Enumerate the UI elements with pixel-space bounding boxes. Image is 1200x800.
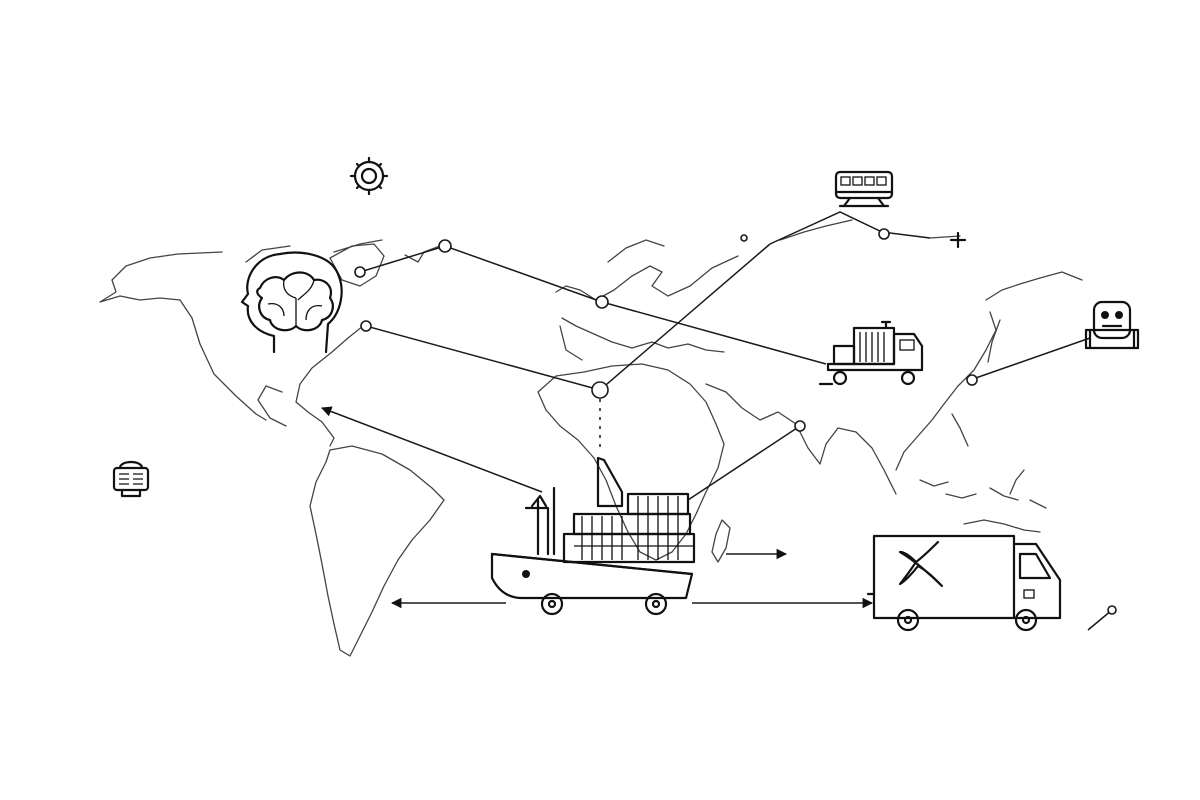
node-north-america — [354, 266, 366, 278]
africa-outline — [537, 363, 725, 561]
node-north-atlantic — [438, 239, 452, 253]
freight-truck-icon — [818, 320, 924, 386]
arrow-to-central-america — [321, 406, 543, 493]
delivery-van-icon — [866, 534, 1062, 632]
route-edge-right — [1087, 609, 1113, 631]
node-india — [794, 420, 806, 432]
route-americas-africa-north — [365, 243, 771, 391]
robot-icon — [1084, 300, 1140, 350]
terminal-icon — [112, 460, 150, 498]
plus-icon — [949, 231, 967, 249]
node-central-hub — [591, 381, 609, 399]
north-america-outline — [99, 239, 441, 447]
train-icon — [834, 170, 894, 208]
routes — [321, 211, 1113, 631]
route-ship-india — [687, 425, 801, 501]
node-north-asia — [878, 228, 890, 240]
plane-logo-icon — [898, 540, 944, 588]
cargo-ship-icon — [490, 456, 696, 616]
route-nodes — [354, 228, 1117, 615]
route-americas-europe-asia — [359, 245, 827, 365]
node-east-coast — [360, 320, 372, 332]
europe-outline — [555, 239, 739, 361]
node-scandinavia — [740, 234, 748, 242]
brain-head-icon — [240, 251, 343, 354]
node-east-asia — [966, 374, 978, 386]
south-america-outline — [309, 445, 445, 657]
asia-south-outline — [705, 383, 897, 495]
node-europe — [595, 295, 609, 309]
gear-icon — [349, 156, 389, 196]
node-right-edge — [1107, 605, 1117, 615]
madagascar-outline — [711, 519, 731, 563]
islands-outline — [919, 469, 1047, 533]
route-north-train — [769, 211, 931, 245]
route-asia-robot — [969, 337, 1091, 381]
asia-east-outline — [779, 219, 1083, 471]
